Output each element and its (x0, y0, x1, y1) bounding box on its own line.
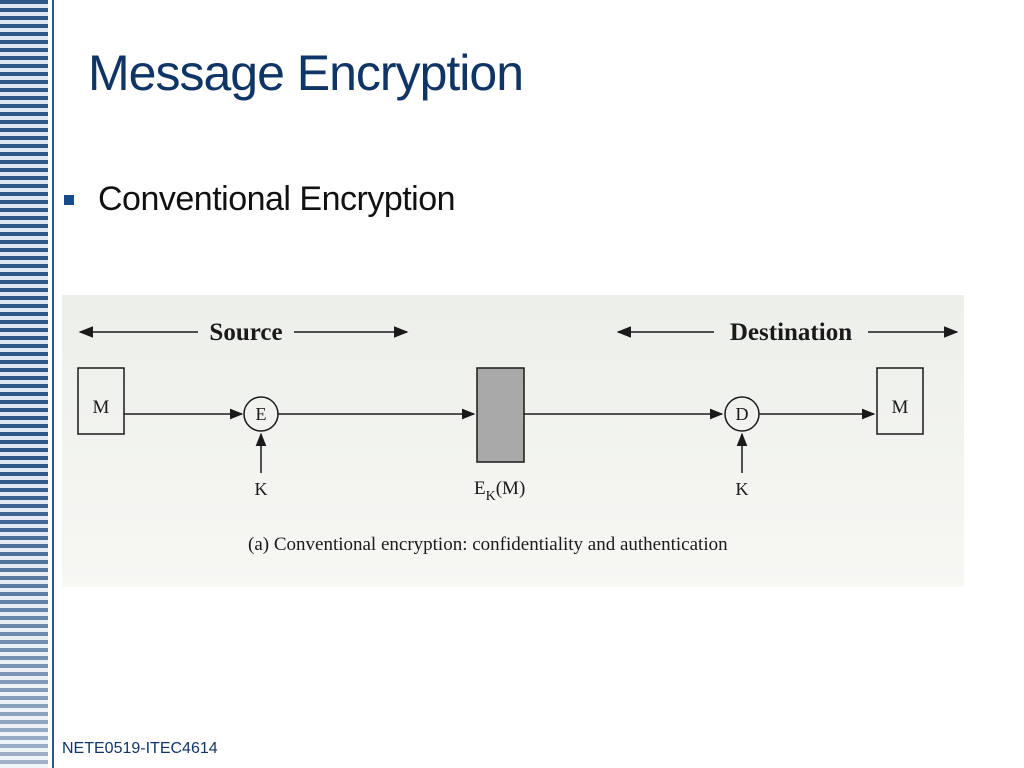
square-bullet-icon (64, 194, 74, 205)
encrypt-key-label: K (255, 479, 268, 499)
bullet-item: Conventional Encryption (64, 180, 456, 219)
side-rule-line (52, 0, 54, 768)
encryption-diagram: Source Destination M E K EK(M) D K (77, 319, 959, 555)
side-stripe-decoration (0, 0, 48, 768)
encrypt-label: E (256, 404, 267, 424)
diagram-caption: (a) Conventional encryption: confidentia… (248, 534, 728, 555)
ciphertext-label: EK(M) (474, 478, 525, 504)
ciphertext-box (476, 367, 525, 463)
source-label: Source (209, 319, 282, 346)
footer-course-code: NETE0519-ITEC4614 (62, 740, 218, 757)
destination-label: Destination (730, 319, 852, 346)
source-message-label: M (93, 397, 110, 418)
source-message-box (77, 367, 125, 435)
destination-message-box (876, 367, 924, 435)
bullet-text: Conventional Encryption (98, 180, 456, 218)
diagram-image: Source Destination M E K EK(M) D K (62, 295, 964, 587)
decrypt-label: D (736, 404, 749, 424)
destination-message-label: M (892, 397, 909, 418)
slide-title: Message Encryption (88, 45, 524, 101)
decrypt-key-label: K (736, 479, 749, 499)
